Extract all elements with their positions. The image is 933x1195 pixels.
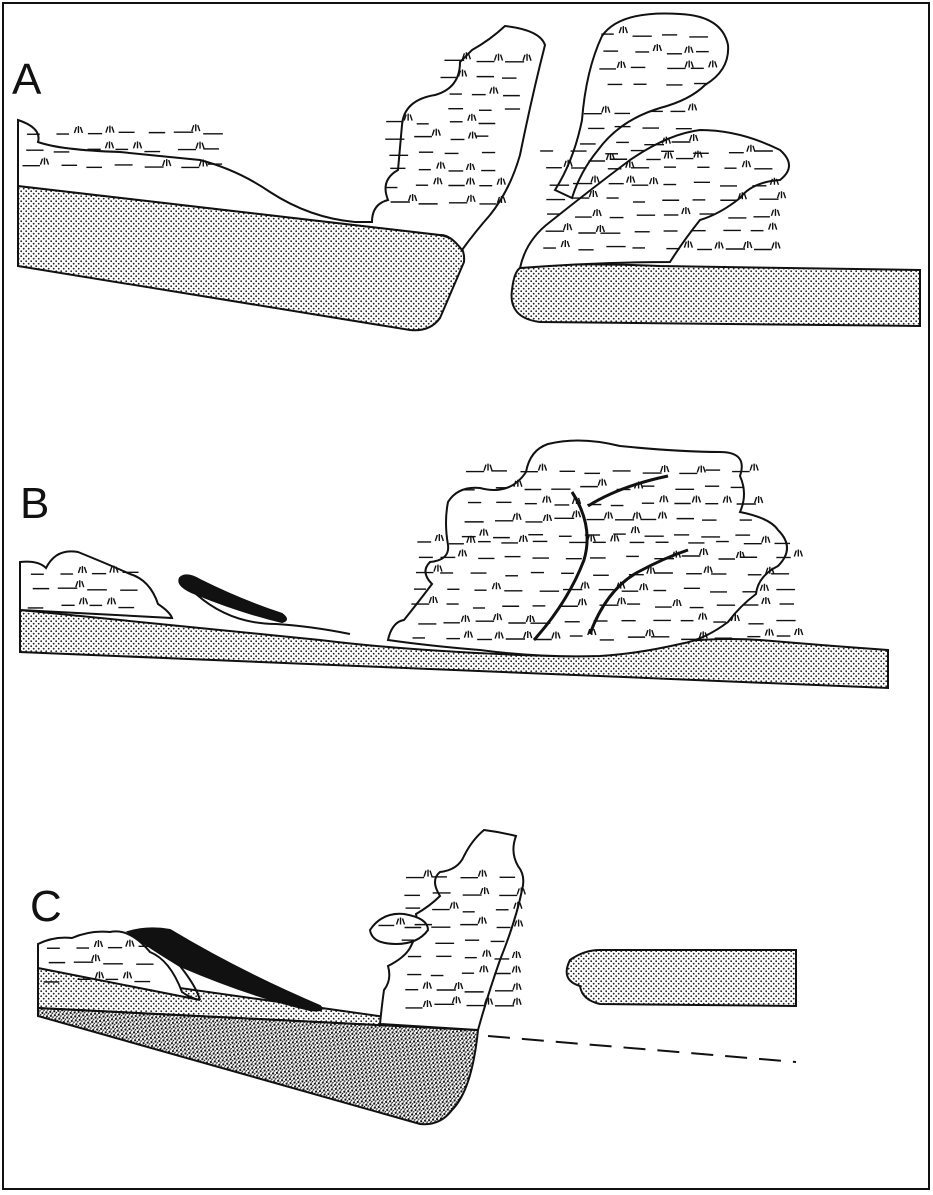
grass-tuft [689,103,697,110]
panel-c-dashed-line [488,1036,796,1062]
grass-tuft [192,124,200,131]
grass-tuft [74,126,82,133]
grass-tuft [777,191,785,198]
grass-tuft [424,870,432,877]
grass-tuft [760,584,768,591]
grass-tuft [435,534,443,541]
grass-tuft [513,983,521,990]
grass-tuft [684,241,692,248]
grass-tuft [513,951,521,958]
grass-tuft [755,496,763,503]
grass-tuft [762,597,770,604]
grass-tuft [750,464,758,471]
panel-b-label: B [20,482,49,526]
grass-tuft [515,919,523,926]
grass-tuft [794,549,802,556]
grass-tuft [484,464,492,471]
panel-b-black-lens [179,575,286,622]
grass-tuft [772,241,780,248]
grass-tuft [134,141,142,148]
grass-tuft [744,241,752,248]
grass-tuft [591,176,599,183]
panel-c [38,830,796,1124]
grass-tuft [196,142,204,149]
panel-b [20,440,888,688]
panel-a-right-sand-bar [512,264,920,326]
panel-c-label: C [30,885,62,929]
panel-a [18,13,920,330]
grass-tuft [771,209,779,216]
grass-tuft [769,223,777,230]
grass-tuft [715,241,723,248]
grass-tuft [513,998,521,1005]
grass-tuft [795,628,803,635]
grass-tuft [106,126,114,133]
grass-tuft [105,141,113,148]
grass-tuft [512,966,520,973]
panel-c-offshore-sand-body [567,950,796,1006]
panel-a-label: A [12,58,41,102]
grass-tuft [765,629,773,636]
